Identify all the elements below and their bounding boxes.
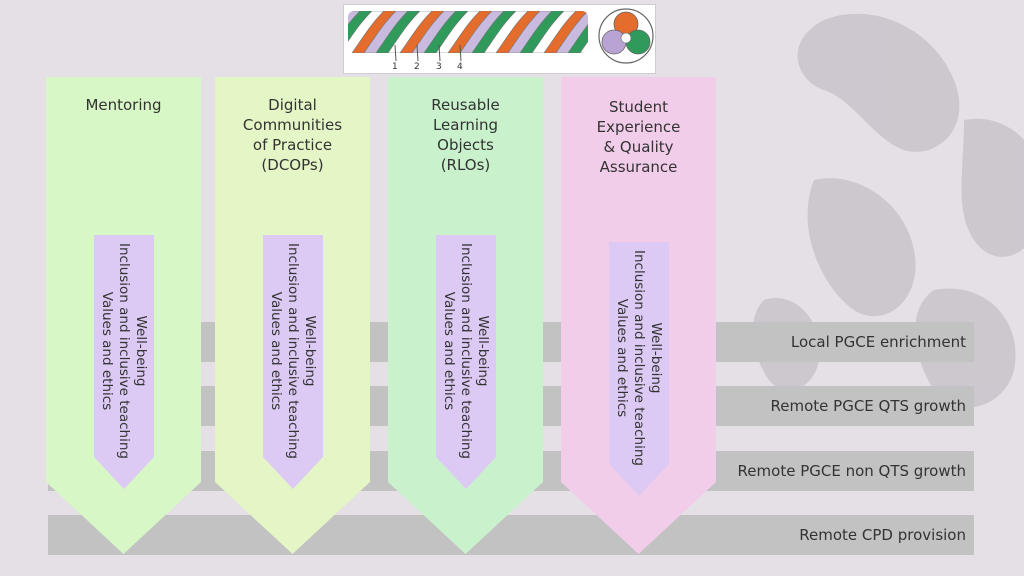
pillar-title-line: (DCOPs) (261, 156, 324, 174)
rope-strand (348, 11, 373, 53)
inner-line-wellbeing: Well-being (648, 322, 665, 394)
decorative-watermark-icon (752, 13, 1024, 408)
band-label: Remote CPD provision (799, 526, 966, 544)
inner-line-wellbeing: Well-being (133, 315, 150, 387)
pillar-title-line: Assurance (599, 158, 678, 176)
inner-line-values: Values and ethics (441, 291, 458, 411)
pillar-title-line: (RLOs) (440, 156, 491, 174)
rope-cross-section-icon (598, 8, 654, 64)
pillar-title-line: Student (608, 98, 669, 116)
pillar-dcops: Digital Communities of Practice (DCOPs) … (215, 77, 370, 554)
inner-line-inclusion: Inclusion and inclusive teaching (285, 243, 302, 459)
pillar-title-line: Experience (596, 118, 681, 136)
inner-line-values: Values and ethics (614, 298, 631, 418)
rope-leader-line (459, 44, 462, 62)
pillar-title-line: Mentoring (85, 96, 162, 114)
rope-strands-image: 1 2 3 4 (343, 4, 656, 74)
pillar-title-line: Objects (437, 136, 494, 154)
inner-line-inclusion: Inclusion and inclusive teaching (116, 243, 133, 459)
inner-line-wellbeing: Well-being (475, 315, 492, 387)
pillar-rlos: Reusable Learning Objects (RLOs) Well-be… (388, 77, 543, 554)
band-label: Remote PGCE QTS growth (770, 397, 966, 415)
rope-number-4: 4 (457, 62, 463, 72)
band-remote-cpd-provision: Remote CPD provision (48, 515, 974, 555)
inner-line-wellbeing: Well-being (302, 315, 319, 387)
rope-number-1: 1 (392, 62, 398, 72)
pillar-mentoring: Mentoring Well-being Inclusion and inclu… (46, 77, 201, 554)
pillar-title-line: Digital (268, 96, 317, 114)
pillar-title-line: Reusable (431, 96, 500, 114)
pillar-title-line: of Practice (252, 136, 333, 154)
rope-strand (348, 11, 361, 53)
inner-line-inclusion: Inclusion and inclusive teaching (458, 243, 475, 459)
pillar-title: Digital Communities of Practice (DCOPs) (215, 95, 370, 175)
pillar-title-line: & Quality (603, 138, 674, 156)
pillar-title: Student Experience & Quality Assurance (561, 97, 716, 177)
pillar-title-line: Communities (242, 116, 343, 134)
band-label: Local PGCE enrichment (790, 333, 966, 351)
pillar-title: Reusable Learning Objects (RLOs) (388, 95, 543, 175)
pillar-inner-arrow: Well-being Inclusion and inclusive teach… (263, 235, 323, 489)
pillar-student-experience: Student Experience & Quality Assurance W… (561, 77, 716, 554)
rope-leader-line (394, 44, 397, 62)
rope-leader-line (416, 44, 419, 62)
inner-line-inclusion: Inclusion and inclusive teaching (631, 250, 648, 466)
rope-strand (348, 11, 349, 53)
rope-number-2: 2 (414, 62, 420, 72)
band-label: Remote PGCE non QTS growth (737, 462, 966, 480)
rope-leader-line (438, 44, 441, 62)
rope-number-3: 3 (436, 62, 442, 72)
pillar-inner-arrow: Well-being Inclusion and inclusive teach… (94, 235, 154, 489)
pillar-inner-arrow: Well-being Inclusion and inclusive teach… (436, 235, 496, 489)
inner-line-values: Values and ethics (268, 291, 285, 411)
pillar-title-line: Learning (432, 116, 499, 134)
pillar-inner-arrow: Well-being Inclusion and inclusive teach… (609, 242, 669, 496)
pillar-title: Mentoring (46, 95, 201, 115)
inner-line-values: Values and ethics (99, 291, 116, 411)
